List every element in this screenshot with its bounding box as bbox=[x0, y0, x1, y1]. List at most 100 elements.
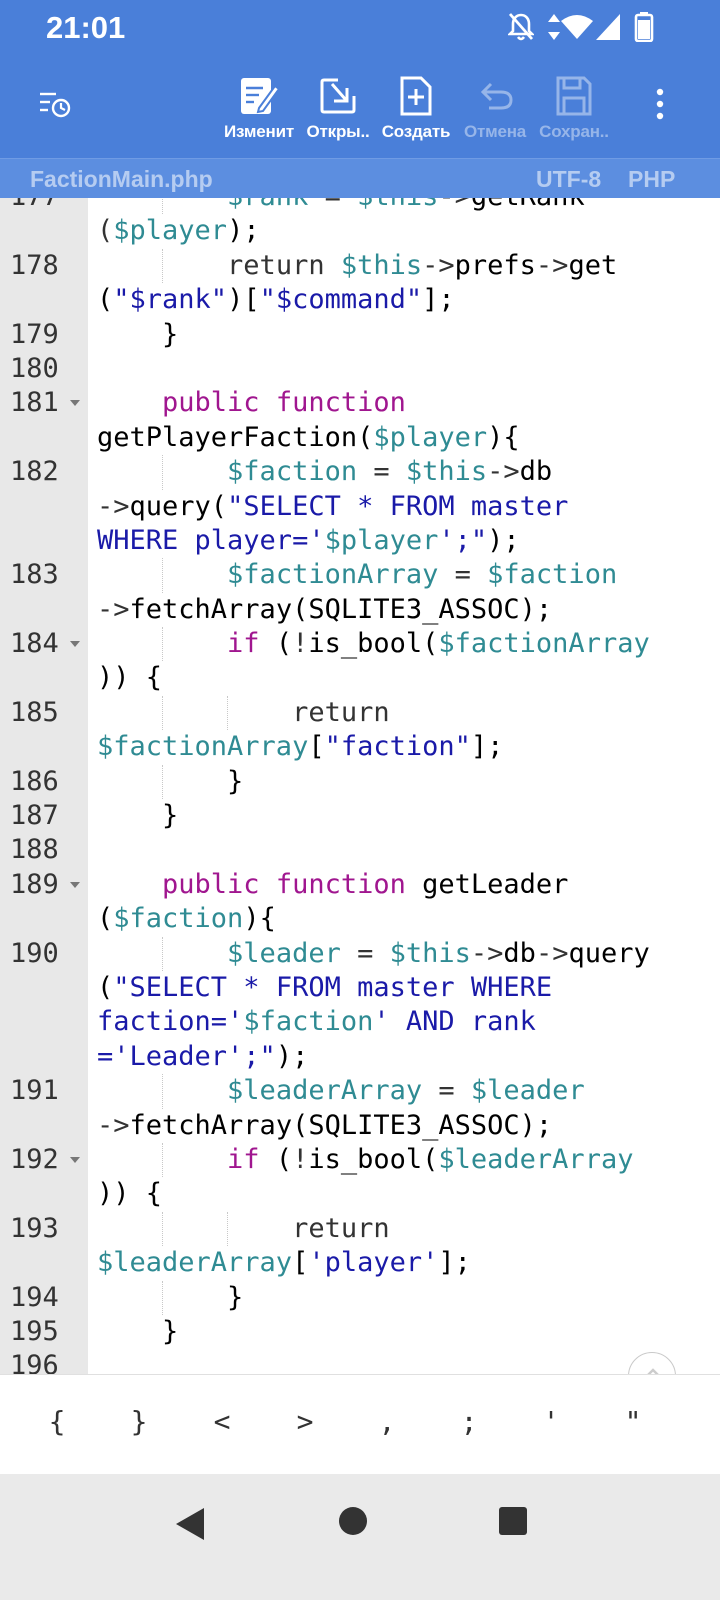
code-line-wrap[interactable]: ($faction){ bbox=[0, 902, 720, 936]
symbol-key-greater-than[interactable]: > bbox=[296, 1405, 314, 1438]
code-line[interactable]: 194 } bbox=[0, 1280, 720, 1315]
code-line-wrap[interactable]: )) { bbox=[0, 1177, 720, 1211]
code-text: ($player); bbox=[97, 214, 260, 248]
code-lines[interactable]: 177 $rank = $this->getRank($player);178 … bbox=[0, 198, 720, 1374]
code-line[interactable]: 192 if (!is_bool($leaderArray bbox=[0, 1142, 720, 1178]
code-editor[interactable]: 177 $rank = $this->getRank($player);178 … bbox=[0, 198, 720, 1374]
code-line[interactable]: 187 } bbox=[0, 799, 720, 833]
save-button[interactable]: Сохран.. bbox=[534, 74, 614, 148]
code-line[interactable]: 184 if (!is_bool($factionArray bbox=[0, 627, 720, 662]
code-line-wrap[interactable]: ='Leader';"); bbox=[0, 1040, 720, 1074]
code-line-wrap[interactable]: $factionArray["faction"]; bbox=[0, 730, 720, 764]
new-file-icon bbox=[400, 76, 432, 116]
undo-button[interactable]: Отмена bbox=[455, 74, 535, 148]
code-line[interactable]: 185 return bbox=[0, 695, 720, 731]
code-token: -> bbox=[470, 937, 504, 969]
code-line[interactable]: 189 public function getLeader bbox=[0, 868, 720, 902]
fold-toggle-icon[interactable] bbox=[70, 400, 80, 407]
file-encoding[interactable]: UTF-8 bbox=[536, 166, 602, 192]
code-line[interactable]: 196 bbox=[0, 1349, 720, 1374]
file-name-tab[interactable]: FactionMain.php bbox=[30, 166, 213, 192]
code-text: } bbox=[97, 1281, 243, 1315]
code-token: ); bbox=[487, 524, 520, 556]
code-line[interactable]: 190 $leader = $this->db->query bbox=[0, 936, 720, 971]
code-token bbox=[97, 628, 227, 659]
edit-icon bbox=[241, 78, 281, 114]
symbol-key-less-than[interactable]: < bbox=[213, 1405, 231, 1438]
symbol-key-comma[interactable]: , bbox=[378, 1405, 396, 1438]
code-token: if bbox=[227, 1143, 260, 1175]
code-line-wrap[interactable]: $leaderArray['player']; bbox=[0, 1246, 720, 1280]
code-text: } bbox=[97, 318, 178, 352]
code-line[interactable]: 193 return bbox=[0, 1211, 720, 1247]
code-token: fetchArray(SQLITE3_ASSOC); bbox=[129, 1109, 553, 1141]
code-line-wrap[interactable]: ->fetchArray(SQLITE3_ASSOC); bbox=[0, 593, 720, 627]
code-token: prefs bbox=[454, 249, 536, 281]
fold-toggle-icon[interactable] bbox=[70, 1156, 80, 1163]
code-line[interactable]: 195 } bbox=[0, 1315, 720, 1349]
code-token: fetchArray(SQLITE3_ASSOC); bbox=[129, 593, 553, 625]
open-button-label: Откры.. bbox=[306, 122, 370, 141]
recents-button[interactable] bbox=[498, 1506, 528, 1540]
symbol-key-double-quote[interactable]: " bbox=[624, 1405, 642, 1438]
code-line-wrap[interactable]: getPlayerFaction($player){ bbox=[0, 421, 720, 455]
code-token: "SELECT * FROM master WHERE bbox=[113, 971, 553, 1003]
code-token: -> bbox=[97, 1109, 130, 1141]
file-syntax[interactable]: PHP bbox=[628, 166, 676, 192]
code-text: public function getLeader bbox=[97, 868, 568, 902]
home-button[interactable] bbox=[338, 1506, 368, 1540]
code-line-wrap[interactable]: ->fetchArray(SQLITE3_ASSOC); bbox=[0, 1109, 720, 1143]
system-navigation-bar bbox=[0, 1474, 720, 1600]
line-number: 178 bbox=[10, 249, 59, 281]
indent-guide bbox=[162, 695, 164, 731]
code-line-wrap[interactable]: ("SELECT * FROM master WHERE bbox=[0, 971, 720, 1005]
code-line[interactable]: 178 return $this->prefs->get bbox=[0, 248, 720, 284]
code-token: -> bbox=[97, 490, 130, 522]
symbol-key-single-quote[interactable]: ' bbox=[542, 1405, 560, 1438]
edit-button[interactable]: Изменит bbox=[219, 74, 299, 148]
code-token: ='Leader';" bbox=[97, 1040, 276, 1072]
code-token: $this bbox=[405, 456, 488, 488]
symbol-key-semicolon[interactable]: ; bbox=[460, 1405, 478, 1438]
code-line-wrap[interactable]: faction='$faction' AND rank bbox=[0, 1005, 720, 1039]
code-line[interactable]: 180 bbox=[0, 352, 720, 386]
fold-toggle-icon[interactable] bbox=[70, 881, 80, 888]
code-text: if (!is_bool($leaderArray bbox=[97, 1143, 633, 1177]
back-button[interactable] bbox=[172, 1504, 208, 1548]
overflow-menu-button[interactable] bbox=[652, 86, 668, 122]
code-line-wrap[interactable]: )) { bbox=[0, 661, 720, 695]
code-line[interactable]: 182 $faction = $this->db bbox=[0, 455, 720, 490]
mute-bell-icon bbox=[506, 12, 536, 46]
line-number: 190 bbox=[10, 937, 59, 969]
code-line-wrap[interactable]: ("$rank")["$command"]; bbox=[0, 283, 720, 317]
code-token: $this bbox=[389, 937, 471, 969]
indent-guide bbox=[162, 558, 164, 593]
code-line-wrap[interactable]: ($player); bbox=[0, 214, 720, 248]
open-button[interactable]: Откры.. bbox=[298, 74, 378, 148]
code-token: ( bbox=[259, 628, 293, 660]
code-line[interactable]: 177 $rank = $this->getRank bbox=[0, 198, 720, 215]
code-token bbox=[97, 697, 292, 728]
code-line[interactable]: 188 bbox=[0, 833, 720, 867]
code-text: )) { bbox=[97, 661, 162, 695]
fold-toggle-icon[interactable] bbox=[70, 641, 80, 648]
code-token: -> bbox=[535, 249, 569, 281]
symbol-key-open-brace[interactable]: { bbox=[48, 1405, 66, 1438]
code-token: return bbox=[292, 696, 390, 728]
line-number: 194 bbox=[10, 1281, 59, 1313]
code-line-wrap[interactable]: WHERE player='$player';"); bbox=[0, 524, 720, 558]
line-number-gutter bbox=[0, 198, 88, 1374]
code-text: ->fetchArray(SQLITE3_ASSOC); bbox=[97, 1109, 552, 1143]
history-button[interactable] bbox=[34, 84, 74, 124]
code-line[interactable]: 181 public function bbox=[0, 386, 720, 420]
code-line[interactable]: 179 } bbox=[0, 318, 720, 352]
code-line[interactable]: 186 } bbox=[0, 764, 720, 800]
code-line[interactable]: 183 $factionArray = $faction bbox=[0, 558, 720, 593]
code-line[interactable]: 191 $leaderArray = $leader bbox=[0, 1074, 720, 1109]
new-file-button[interactable]: Создать bbox=[376, 74, 456, 148]
symbol-key-close-brace[interactable]: } bbox=[130, 1405, 148, 1438]
code-token: = bbox=[422, 1075, 471, 1107]
line-number: 187 bbox=[10, 800, 59, 832]
code-line-wrap[interactable]: ->query("SELECT * FROM master bbox=[0, 490, 720, 524]
history-list-icon bbox=[40, 92, 71, 118]
